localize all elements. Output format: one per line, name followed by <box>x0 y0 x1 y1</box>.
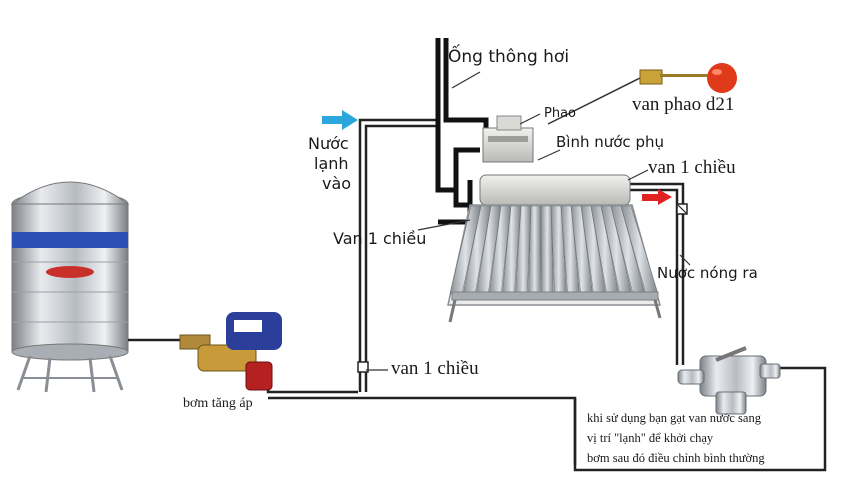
pipe-hot-out <box>628 182 685 365</box>
mixer-valve <box>677 346 781 415</box>
check-valve-markers <box>357 203 688 373</box>
float-ball <box>707 63 737 93</box>
usage-note-line-3: bơm sau đó điều chỉnh bình thường <box>587 451 765 465</box>
check-valve-left-label: Van 1 chiều <box>333 229 427 248</box>
cold-water-arrow <box>322 110 358 130</box>
check-valve-top-label: van 1 chiều <box>648 157 736 178</box>
usage-note-line-2: vị trí "lạnh" để khởi chạy <box>587 431 714 445</box>
cold-in-label-3: vào <box>322 174 352 193</box>
vent-pipe-label: Ống thông hơi <box>448 47 570 67</box>
usage-note-line-1: khi sử dụng bạn gạt van nước sang <box>587 411 761 425</box>
float-valve <box>547 63 737 125</box>
hot-arrow-shaft <box>642 194 660 201</box>
booster-pump-label: bơm tăng áp <box>183 396 253 411</box>
leader-lines <box>366 71 691 371</box>
vacuum-tubes <box>449 205 659 295</box>
booster-pump <box>179 312 282 391</box>
float-label: Phao <box>544 106 576 121</box>
solar-heater <box>447 115 662 323</box>
cold-arrow-shaft <box>322 116 344 124</box>
hot-water-arrow <box>642 189 672 205</box>
tank-blue-band <box>12 232 128 248</box>
pipe-cold-riser <box>358 118 440 392</box>
vent-pipe <box>435 38 489 225</box>
hot-arrow-head <box>658 189 672 205</box>
check-valve-bottom-label: van 1 chiều <box>391 358 479 379</box>
hot-out-label: Nước nóng ra <box>657 264 758 282</box>
aux-tank-label: Bình nước phụ <box>556 133 664 151</box>
pipes <box>128 118 827 472</box>
pipe-cold-riser-inner <box>364 124 440 392</box>
usage-note: khi sử dụng bạn gạt van nước sang vị trí… <box>587 408 827 468</box>
storage-tank <box>10 181 130 393</box>
pipe-pump-outlet <box>266 385 358 394</box>
cold-in-label-1: Nước <box>308 134 349 153</box>
cold-in-label-2: lạnh <box>314 154 349 173</box>
float-valve-label: van phao d21 <box>632 94 735 115</box>
cold-arrow-head <box>342 110 358 130</box>
pipe-bottom-return <box>268 366 827 472</box>
